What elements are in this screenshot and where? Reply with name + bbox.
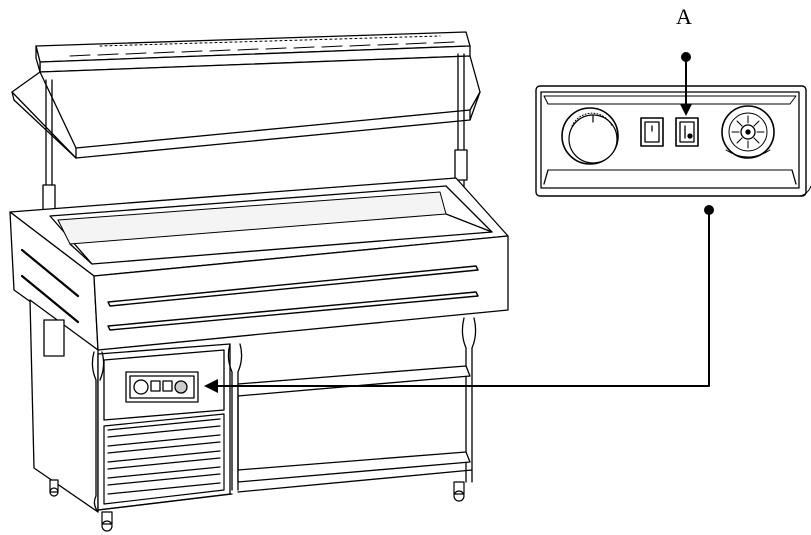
thermostat-dial-icon (562, 108, 618, 164)
canopy (12, 32, 480, 230)
lower-cabinet (30, 300, 476, 531)
callout-a-pointer (680, 52, 692, 116)
cold-well (10, 178, 508, 350)
thermometer-dial-icon (722, 106, 774, 158)
control-panel-detail (536, 86, 811, 196)
light-switch-icon (676, 118, 698, 146)
cabinet-control-panel (126, 372, 198, 402)
compressor-louvers (104, 414, 224, 504)
detail-link-arrow (204, 205, 714, 393)
main-switch-icon (641, 118, 663, 146)
canopy-vents (70, 36, 454, 56)
callout-label-a: A (676, 4, 692, 29)
casters (50, 480, 464, 531)
